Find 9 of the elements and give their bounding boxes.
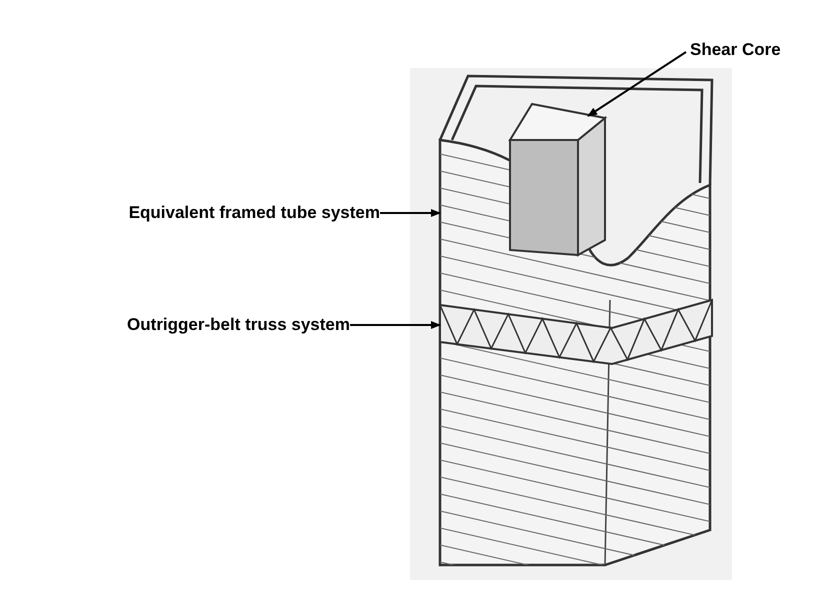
shear-core-drawing <box>508 102 608 257</box>
truss-band-drawing <box>439 298 713 366</box>
leader-line <box>380 209 441 217</box>
leader-line <box>587 51 687 117</box>
leader-line <box>350 321 441 329</box>
callout-label: Outrigger-belt truss system <box>127 315 350 335</box>
callout-label: Shear Core <box>690 40 781 60</box>
framed-tube-drawing <box>438 74 714 566</box>
callout-label: Equivalent framed tube system <box>128 203 380 223</box>
